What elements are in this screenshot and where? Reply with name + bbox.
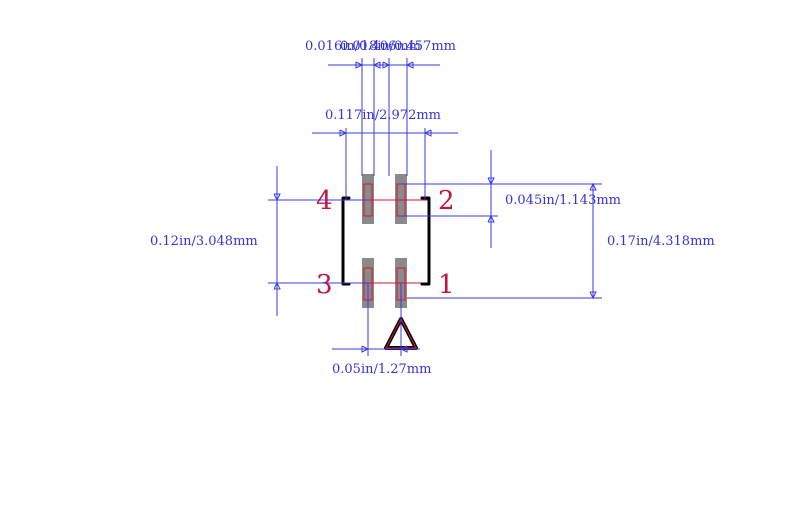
pin-label-2: 2 <box>438 186 455 216</box>
dim-label-row-height: 0.12in/3.048mm <box>150 234 258 249</box>
dim-pad-height: 0.045in/1.143mm <box>401 150 621 248</box>
dim-label-overall-height: 0.17in/4.318mm <box>607 234 715 249</box>
dim-label-pad-span: 0.117in/2.972mm <box>325 108 441 123</box>
body-left-bracket <box>341 196 351 286</box>
dim-label-pad-height: 0.045in/1.143mm <box>505 193 621 208</box>
dim-pitch: 0.05in/1.27mm <box>332 283 431 377</box>
dim-row-height: 0.12in/3.048mm <box>150 166 368 316</box>
pin-label-1: 1 <box>438 270 455 300</box>
pin-label-4: 4 <box>316 186 333 216</box>
dim-label-pitch: 0.05in/1.27mm <box>332 362 431 377</box>
pad-2 <box>395 174 407 224</box>
pin-label-3: 3 <box>316 270 333 300</box>
dim-pad-width: 0.016in/0.406mm 0.018in/0.457mm <box>305 39 456 176</box>
dim-overall-height: 0.17in/4.318mm <box>407 182 715 300</box>
dim-label-pad-width-a: 0.016in/0.406mm <box>305 39 421 54</box>
dim-label-pad-width-b: 0.018in/0.457mm <box>340 39 456 54</box>
body-right-bracket <box>420 196 431 286</box>
pad-4 <box>362 174 374 224</box>
dim-pad-span: 0.117in/2.972mm <box>312 108 458 200</box>
